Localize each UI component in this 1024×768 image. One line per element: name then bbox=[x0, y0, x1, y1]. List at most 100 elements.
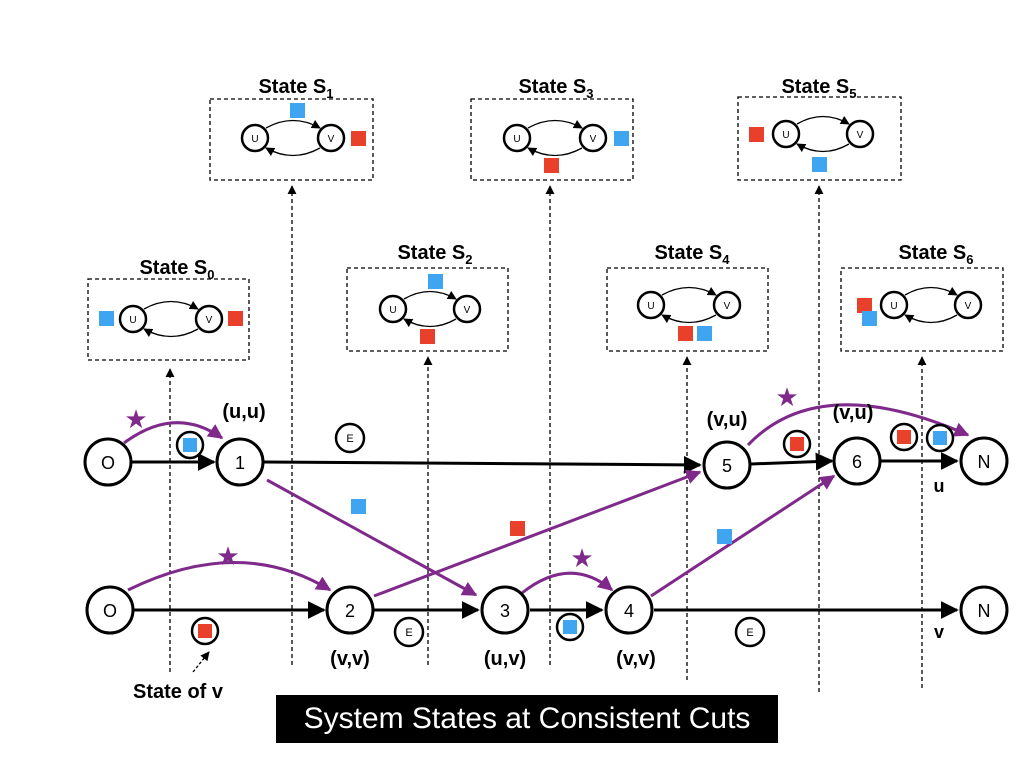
blue-token bbox=[862, 311, 877, 326]
node-label: 3 bbox=[500, 601, 510, 621]
star-icon: ★ bbox=[775, 382, 798, 412]
mini-node-u bbox=[378, 294, 408, 324]
blue-token bbox=[933, 431, 947, 445]
node-label: N bbox=[978, 452, 991, 472]
blue-token bbox=[99, 311, 114, 326]
star-icon: ★ bbox=[216, 541, 239, 571]
timeline-v-nodes: O 2 3 4 N bbox=[85, 585, 1009, 635]
event-marker bbox=[334, 422, 366, 454]
annotation-arrow bbox=[192, 651, 210, 673]
event-marker-label: E bbox=[405, 627, 412, 639]
pair-label: (u,u) bbox=[222, 401, 265, 423]
state-box-s0: State S0 U V bbox=[87, 257, 250, 361]
mini-node-u-label: U bbox=[513, 134, 520, 145]
node-v-4 bbox=[604, 585, 654, 635]
state-box-s1: State S1 U V bbox=[209, 76, 374, 181]
node-v-2 bbox=[325, 585, 375, 635]
pair-label: (v,v) bbox=[330, 648, 370, 670]
state-of-v-annotation: State of v bbox=[133, 681, 224, 703]
marker-arc-u-5-n bbox=[746, 403, 970, 447]
node-u-o bbox=[83, 437, 133, 487]
red-token bbox=[420, 329, 435, 344]
state-title-s3: State S3 bbox=[518, 76, 593, 101]
in-flight-red-token bbox=[510, 521, 525, 536]
state-title-s2: State S2 bbox=[397, 242, 472, 267]
mini-node-v-label: V bbox=[857, 130, 864, 141]
mini-node-v-label: V bbox=[464, 305, 471, 316]
blue-token bbox=[290, 103, 305, 118]
timeline-u-nodes: O 1 5 6 N bbox=[83, 436, 1009, 490]
star-icon: ★ bbox=[124, 404, 147, 434]
node-label: 4 bbox=[624, 601, 634, 621]
message-4-to-6 bbox=[650, 474, 836, 598]
node-label: 6 bbox=[852, 452, 862, 472]
title-bar bbox=[276, 695, 778, 743]
event-marker bbox=[393, 616, 425, 648]
cut-lines bbox=[165, 185, 927, 692]
red-token bbox=[857, 298, 872, 313]
state-title-s0: State S0 bbox=[139, 257, 214, 282]
mini-node-u-label: U bbox=[251, 134, 258, 145]
in-flight-blue-token bbox=[717, 529, 732, 544]
red-token bbox=[544, 158, 559, 173]
event-marker bbox=[734, 616, 766, 648]
mini-node-u-label: U bbox=[647, 301, 654, 312]
mini-node-u bbox=[771, 119, 801, 149]
mini-node-v-label: V bbox=[724, 301, 731, 312]
blue-token bbox=[697, 326, 712, 341]
mini-node-v bbox=[194, 304, 224, 334]
node-v-n bbox=[959, 585, 1009, 635]
state-box-s3: State S3 U V bbox=[470, 76, 634, 181]
node-v-3 bbox=[480, 585, 530, 635]
mini-node-v bbox=[452, 294, 482, 324]
pair-label: (v,v) bbox=[616, 648, 656, 670]
pair-label: (v,u) bbox=[707, 409, 748, 431]
marker-arc-v-3-4 bbox=[521, 571, 614, 595]
event-marker-label: E bbox=[346, 433, 353, 445]
mini-node-v-label: V bbox=[965, 301, 972, 312]
state-title-s6: State S6 bbox=[898, 242, 973, 267]
mini-node-v bbox=[578, 123, 608, 153]
red-token bbox=[749, 127, 764, 142]
mini-node-v bbox=[845, 119, 875, 149]
state-title-s1: State S1 bbox=[258, 76, 333, 101]
mini-node-v-label: V bbox=[590, 134, 597, 145]
marker-arc-u-o-1 bbox=[123, 421, 224, 445]
node-label: 5 bbox=[722, 456, 732, 476]
message-2-to-5 bbox=[373, 469, 702, 598]
mini-node-u-label: U bbox=[782, 130, 789, 141]
blue-token bbox=[614, 131, 629, 146]
blue-token bbox=[428, 274, 443, 289]
process-label-u: u bbox=[934, 476, 945, 496]
mini-node-u bbox=[636, 290, 666, 320]
timeline-u-arrows bbox=[130, 452, 959, 474]
node-u-1 bbox=[215, 437, 265, 487]
mini-node-u bbox=[240, 123, 270, 153]
state-box-s5: State S5 U V bbox=[737, 76, 902, 181]
stars: ★ ★ ★ ★ bbox=[124, 382, 798, 573]
node-label: N bbox=[978, 601, 991, 621]
mini-node-u-label: U bbox=[129, 315, 136, 326]
red-token bbox=[678, 326, 693, 341]
message-arrows bbox=[123, 403, 970, 598]
pair-label: (v,u) bbox=[833, 402, 874, 424]
red-token bbox=[351, 131, 366, 146]
state-box-s2: State S2 U V bbox=[346, 242, 509, 352]
red-token bbox=[897, 430, 911, 444]
mini-node-v bbox=[712, 290, 742, 320]
event-markers: E E E bbox=[334, 422, 766, 648]
process-label-v: v bbox=[934, 622, 944, 642]
event-marker-label: E bbox=[746, 627, 753, 639]
pair-labels: (u,u) (v,u) (v,u) (v,v) (u,v) (v,v) bbox=[222, 401, 873, 670]
mini-node-v-label: V bbox=[328, 134, 335, 145]
red-token bbox=[790, 437, 804, 451]
state-box-s4: State S4 U V bbox=[606, 242, 769, 352]
node-label: O bbox=[103, 601, 117, 621]
blue-token bbox=[812, 157, 827, 172]
blue-token bbox=[183, 438, 197, 452]
mini-node-v-label: V bbox=[206, 315, 213, 326]
red-token bbox=[198, 624, 212, 638]
mini-node-u-label: U bbox=[890, 301, 897, 312]
mini-node-u bbox=[879, 290, 909, 320]
